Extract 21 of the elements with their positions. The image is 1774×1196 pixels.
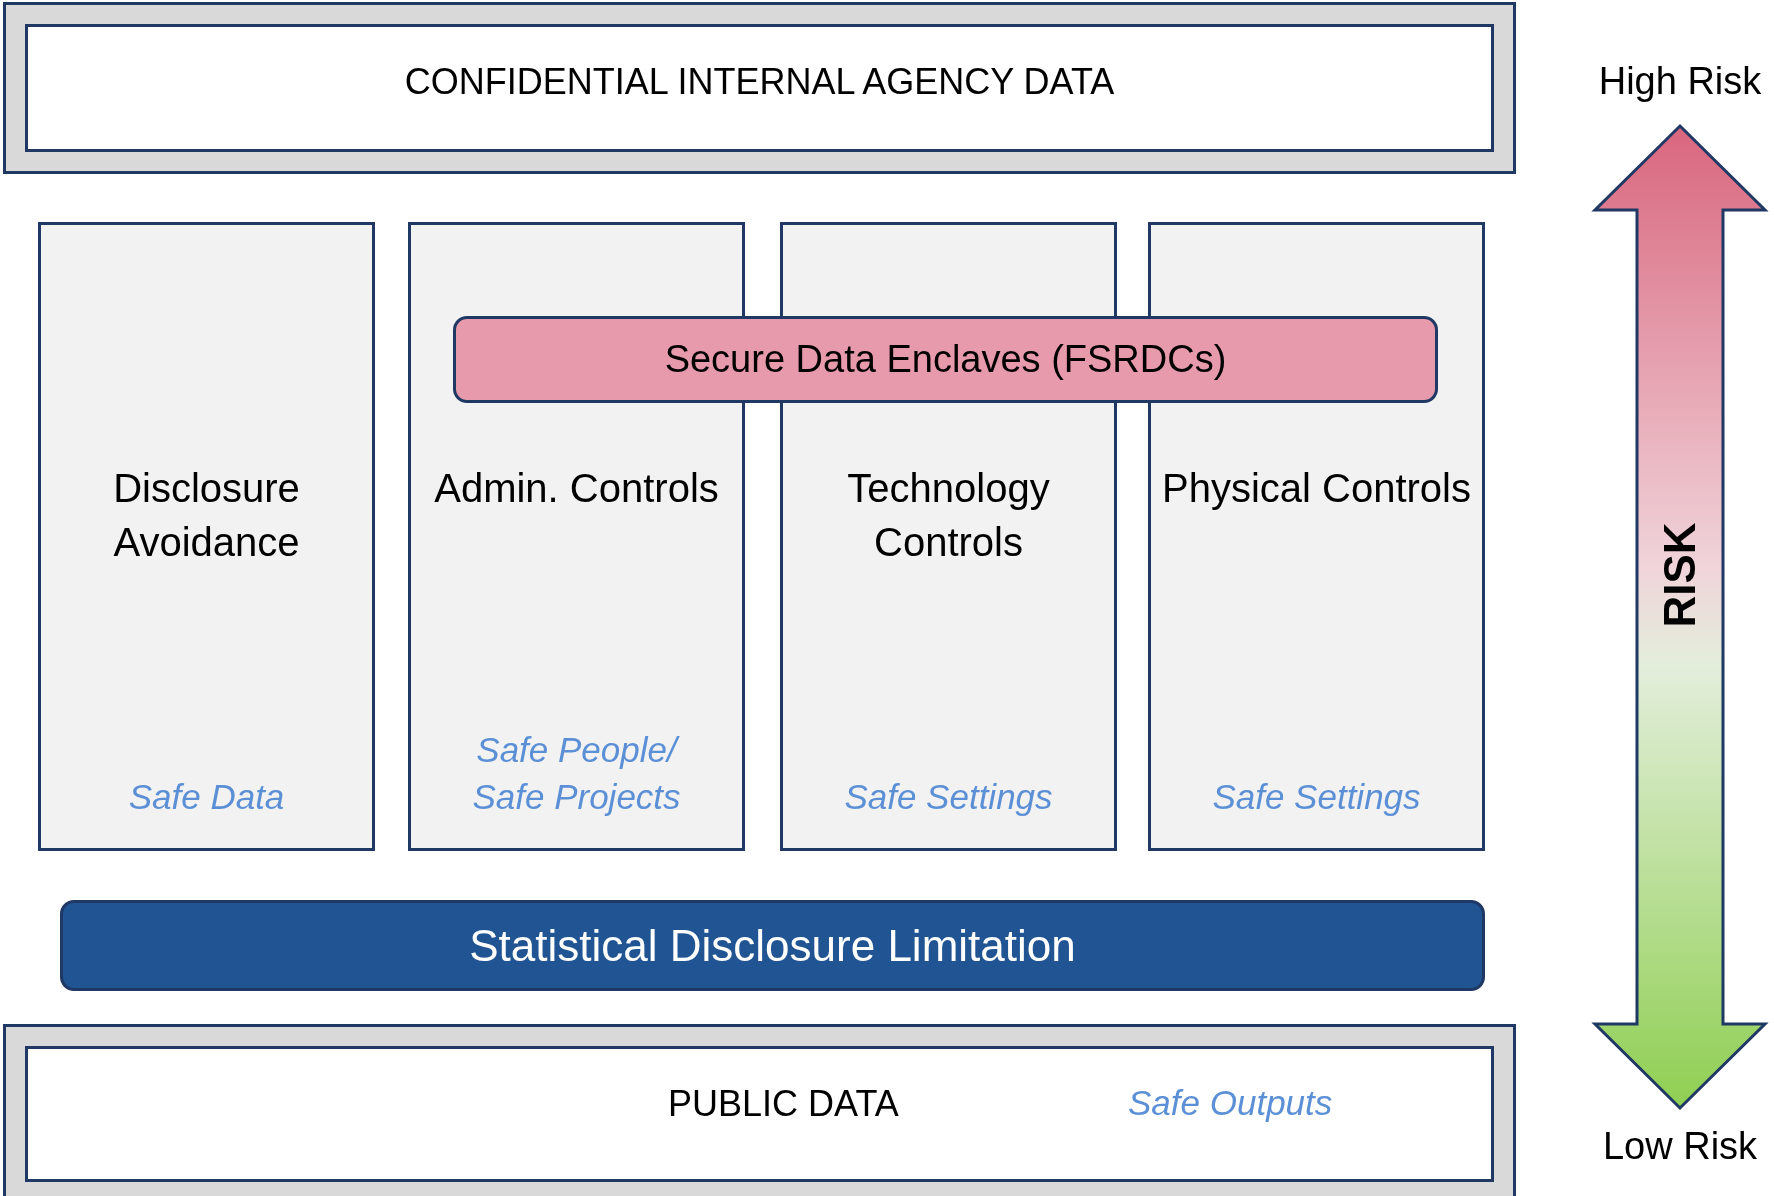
data-band [3,1024,1516,1196]
safe-label: Safe Settings [1211,775,1422,818]
safe-label: Safe People/ Safe Projects [471,728,682,818]
data-band [3,2,1516,174]
banner-label: Secure Data Enclaves (FSRDCs) [664,338,1227,381]
enclave-banner [453,316,1438,403]
band-title: PUBLIC DATA [668,1083,899,1125]
risk-label: Low Risk [1601,1125,1759,1168]
column-title: Admin. Controls [433,465,720,512]
bar-label: Statistical Disclosure Limitation [469,920,1076,971]
safe-label: Safe Settings [843,775,1054,818]
safe-label: Safe Outputs [1128,1083,1333,1123]
column-title: Technology Controls [846,465,1051,566]
limitation-bar [60,900,1485,991]
risk-label: High Risk [1597,60,1763,103]
column-title: Physical Controls [1161,465,1472,512]
column-title: Disclosure Avoidance [112,465,301,566]
control-column [38,222,375,851]
axis-title: RISK [1654,521,1705,630]
band-title: CONFIDENTIAL INTERNAL AGENCY DATA [403,61,1116,103]
safe-label: Safe Data [127,775,286,818]
